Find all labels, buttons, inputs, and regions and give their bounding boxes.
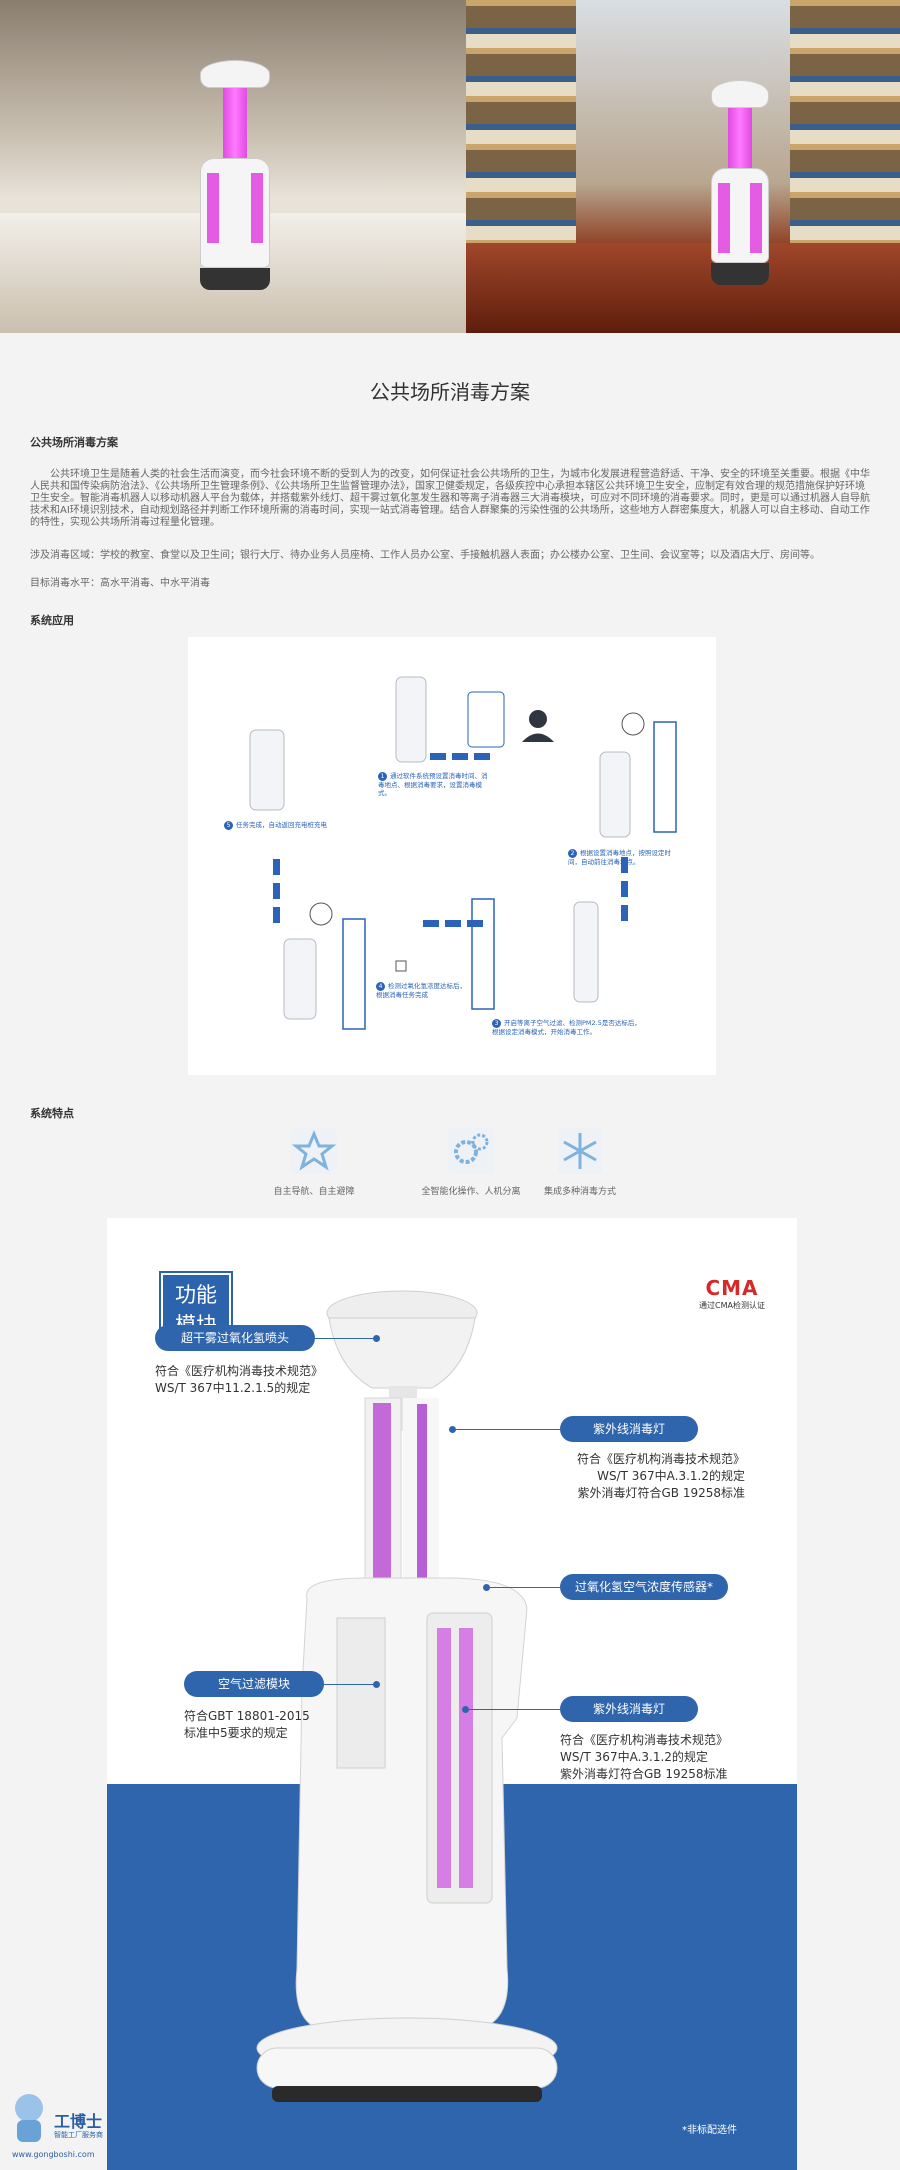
module-desc: 符合《医疗机构消毒技术规范》WS/T 367中A.3.1.2的规定紫外消毒灯符合…	[576, 1452, 745, 1500]
module-desc: 符合《医疗机构消毒技术规范》WS/T 367中A.3.1.2的规定紫外消毒灯符合…	[560, 1733, 729, 1781]
module-label: 过氧化氢空气浓度传感器*	[560, 1574, 728, 1600]
watermark: 工博士 智能工厂服务商 www.gongboshi.com	[8, 2090, 148, 2165]
gears-icon	[448, 1128, 494, 1174]
robot-image	[200, 60, 270, 290]
robot-illustration	[256, 1290, 558, 2102]
hero-banner	[0, 0, 900, 333]
plan-heading: 公共场所消毒方案	[30, 436, 118, 449]
plan-target: 目标消毒水平：高水平消毒、中水平消毒	[30, 578, 210, 589]
robot-image	[711, 80, 769, 285]
module-desc: 符合《医疗机构消毒技术规范》WS/T 367中11.2.1.5的规定	[155, 1364, 324, 1395]
cma-badge: CMA 通过CMA检测认证	[699, 1276, 765, 1310]
footnote: *非标配选件	[682, 2125, 737, 2136]
mascot-icon	[15, 2094, 43, 2142]
page-title: 公共场所消毒方案	[370, 380, 530, 404]
feature-item: 集成多种消毒方式	[525, 1128, 635, 1197]
plan-areas: 涉及消毒区域：学校的教室、食堂以及卫生间；银行大厅、待办业务人员座椅、工作人员办…	[30, 550, 820, 561]
feature-item: 自主导航、自主避障	[259, 1128, 369, 1197]
cma-logo: CMA	[705, 1276, 759, 1300]
snowflake-icon	[557, 1128, 603, 1174]
module-label: 空气过滤模块	[184, 1671, 324, 1697]
application-heading: 系统应用	[30, 614, 74, 627]
feature-item: 全智能化操作、人机分离	[416, 1128, 526, 1197]
module-label: 紫外线消毒灯	[560, 1696, 698, 1722]
module-label: 超干雾过氧化氢喷头	[155, 1325, 315, 1351]
hero-image-library	[466, 0, 900, 333]
module-label: 紫外线消毒灯	[560, 1416, 698, 1442]
star-icon	[291, 1128, 337, 1174]
plan-paragraph: 公共环境卫生是随着人类的社会生活而演变，而今社会环境不断的受到人为的改变，如何保…	[30, 469, 870, 528]
features-heading: 系统特点	[30, 1107, 74, 1120]
function-module-poster: 功能模块 CMA 通过CMA检测认证 超干雾过氧化氢喷头 符合《医疗机构消毒技术…	[107, 1218, 797, 2170]
hero-image-lobby	[0, 0, 466, 333]
